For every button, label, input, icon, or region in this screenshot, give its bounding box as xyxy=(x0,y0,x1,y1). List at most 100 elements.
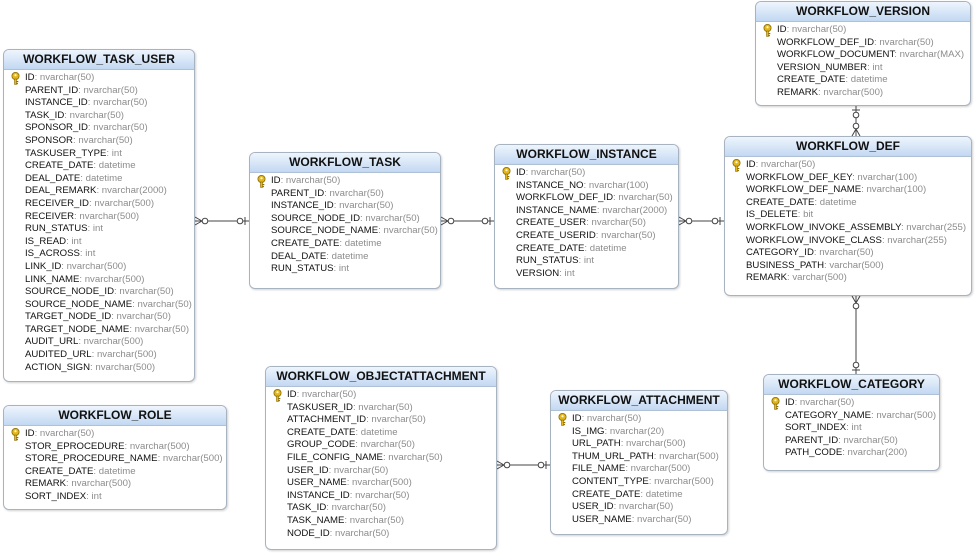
field-row[interactable]: USER_NAME: nvarchar(50) xyxy=(551,514,727,527)
field-row[interactable]: CREATE_DATE: datetime xyxy=(551,489,727,502)
primary-key-field[interactable]: ID: nvarchar(50) xyxy=(495,167,678,180)
field-row[interactable]: SOURCE_NODE_ID: nvarchar(50) xyxy=(250,213,440,226)
field-row[interactable]: DEAL_DATE: datetime xyxy=(4,173,194,186)
field-row[interactable]: TASKUSER_ID: nvarchar(50) xyxy=(266,402,496,415)
field-row[interactable]: TARGET_NODE_ID: nvarchar(50) xyxy=(4,311,194,324)
field-row[interactable]: WORKFLOW_DEF_ID: nvarchar(50) xyxy=(756,37,970,50)
field-row[interactable]: PARENT_ID: nvarchar(50) xyxy=(4,85,194,98)
field-row[interactable]: USER_ID: nvarchar(50) xyxy=(551,501,727,514)
field-row[interactable]: TASKUSER_TYPE: int xyxy=(4,148,194,161)
field-row[interactable]: INSTANCE_ID: nvarchar(50) xyxy=(266,490,496,503)
field-row[interactable]: CREATE_DATE: datetime xyxy=(4,466,226,479)
field-row[interactable]: URL_PATH: nvarchar(500) xyxy=(551,438,727,451)
field-row[interactable]: CREATE_DATE: datetime xyxy=(495,243,678,256)
field-row[interactable]: SORT_INDEX: int xyxy=(764,422,939,435)
field-row[interactable]: TASK_ID: nvarchar(50) xyxy=(4,110,194,123)
field-row[interactable]: THUM_URL_PATH: nvarchar(500) xyxy=(551,451,727,464)
field-row[interactable]: RUN_STATUS: int xyxy=(495,255,678,268)
field-row[interactable]: REMARK: nvarchar(500) xyxy=(4,478,226,491)
field-row[interactable]: SOURCE_NODE_ID: nvarchar(50) xyxy=(4,286,194,299)
field-row[interactable]: SPONSOR: nvarchar(50) xyxy=(4,135,194,148)
field-row[interactable]: STORE_PROCEDURE_NAME: nvarchar(500) xyxy=(4,453,226,466)
field-row[interactable]: TASK_NAME: nvarchar(50) xyxy=(266,515,496,528)
field-row[interactable]: AUDIT_URL: nvarchar(500) xyxy=(4,336,194,349)
field-row[interactable]: CREATE_DATE: datetime xyxy=(250,238,440,251)
field-row[interactable]: WORKFLOW_DOCUMENT: nvarchar(MAX) xyxy=(756,49,970,62)
field-row[interactable]: STOR_EPROCEDURE: nvarchar(500) xyxy=(4,441,226,454)
field-row[interactable]: CREATE_DATE: datetime xyxy=(4,160,194,173)
field-row[interactable]: WORKFLOW_INVOKE_ASSEMBLY: nvarchar(255) xyxy=(725,222,971,235)
field-row[interactable]: CREATE_USERID: nvarchar(50) xyxy=(495,230,678,243)
field-row[interactable]: NODE_ID: nvarchar(50) xyxy=(266,528,496,541)
field-row[interactable]: PATH_CODE: nvarchar(200) xyxy=(764,447,939,460)
field-row[interactable]: PARENT_ID: nvarchar(50) xyxy=(250,188,440,201)
field-row[interactable]: CREATE_USER: nvarchar(50) xyxy=(495,217,678,230)
field-row[interactable]: TASK_ID: nvarchar(50) xyxy=(266,502,496,515)
field-row[interactable]: WORKFLOW_DEF_NAME: nvarchar(100) xyxy=(725,184,971,197)
primary-key-field[interactable]: ID: nvarchar(50) xyxy=(4,428,226,441)
primary-key-field[interactable]: ID: nvarchar(50) xyxy=(725,159,971,172)
field-row[interactable]: DEAL_REMARK: nvarchar(2000) xyxy=(4,185,194,198)
field-row[interactable]: SPONSOR_ID: nvarchar(50) xyxy=(4,122,194,135)
primary-key-field[interactable]: ID: nvarchar(50) xyxy=(4,72,194,85)
field-row[interactable]: CREATE_DATE: datetime xyxy=(725,197,971,210)
field-row[interactable]: INSTANCE_NO: nvarchar(100) xyxy=(495,180,678,193)
field-row[interactable]: WORKFLOW_INVOKE_CLASS: nvarchar(255) xyxy=(725,235,971,248)
field-row[interactable]: CONTENT_TYPE: nvarchar(500) xyxy=(551,476,727,489)
field-row[interactable]: IS_DELETE: bit xyxy=(725,209,971,222)
field-row[interactable]: VERSION: int xyxy=(495,268,678,281)
field-row[interactable]: CATEGORY_ID: nvarchar(50) xyxy=(725,247,971,260)
field-row[interactable]: SORT_INDEX: int xyxy=(4,491,226,504)
field-row[interactable]: IS_READ: int xyxy=(4,236,194,249)
field-row[interactable]: GROUP_CODE: nvarchar(50) xyxy=(266,439,496,452)
primary-key-field[interactable]: ID: nvarchar(50) xyxy=(756,24,970,37)
field-row[interactable]: CREATE_DATE: datetime xyxy=(266,427,496,440)
primary-key-field[interactable]: ID: nvarchar(50) xyxy=(250,175,440,188)
field-row[interactable]: CREATE_DATE: datetime xyxy=(756,74,970,87)
field-name: ID xyxy=(572,413,582,424)
primary-key-field[interactable]: ID: nvarchar(50) xyxy=(764,397,939,410)
field-row[interactable]: RECEIVER_ID: nvarchar(500) xyxy=(4,198,194,211)
field-row[interactable]: WORKFLOW_DEF_KEY: nvarchar(100) xyxy=(725,172,971,185)
field-row[interactable]: IS_ACROSS: int xyxy=(4,248,194,261)
field-row[interactable]: LINK_NAME: nvarchar(500) xyxy=(4,274,194,287)
field-row[interactable]: USER_ID: nvarchar(50) xyxy=(266,465,496,478)
field-row[interactable]: AUDITED_URL: nvarchar(500) xyxy=(4,349,194,362)
field-row[interactable]: SOURCE_NODE_NAME: nvarchar(50) xyxy=(4,299,194,312)
field-row[interactable]: RECEIVER: nvarchar(500) xyxy=(4,211,194,224)
field-type: : nvarchar(50) xyxy=(813,247,874,259)
field-row[interactable]: SOURCE_NODE_NAME: nvarchar(50) xyxy=(250,225,440,238)
field-row[interactable]: RUN_STATUS: int xyxy=(250,263,440,276)
field-row[interactable]: ATTACHMENT_ID: nvarchar(50) xyxy=(266,414,496,427)
primary-key-field[interactable]: ID: nvarchar(50) xyxy=(266,389,496,402)
field-row[interactable]: USER_NAME: nvarchar(500) xyxy=(266,477,496,490)
field-row[interactable]: INSTANCE_ID: nvarchar(50) xyxy=(250,200,440,213)
field-row[interactable]: REMARK: varchar(500) xyxy=(725,272,971,285)
field-row[interactable]: FILE_NAME: nvarchar(500) xyxy=(551,463,727,476)
field-row[interactable]: INSTANCE_NAME: nvarchar(2000) xyxy=(495,205,678,218)
field-row[interactable]: VERSION_NUMBER: int xyxy=(756,62,970,75)
field-row[interactable]: RUN_STATUS: int xyxy=(4,223,194,236)
field-row[interactable]: FILE_CONFIG_NAME: nvarchar(50) xyxy=(266,452,496,465)
field-row[interactable]: WORKFLOW_DEF_ID: nvarchar(50) xyxy=(495,192,678,205)
field-row[interactable]: DEAL_DATE: datetime xyxy=(250,251,440,264)
field-row[interactable]: IS_IMG: nvarchar(20) xyxy=(551,426,727,439)
field-row[interactable]: PARENT_ID: nvarchar(50) xyxy=(764,435,939,448)
field-row[interactable]: INSTANCE_ID: nvarchar(50) xyxy=(4,97,194,110)
field-row[interactable]: CATEGORY_NAME: nvarchar(500) xyxy=(764,410,939,423)
field-row[interactable]: ACTION_SIGN: nvarchar(500) xyxy=(4,362,194,375)
field-row[interactable]: LINK_ID: nvarchar(500) xyxy=(4,261,194,274)
field-row[interactable]: TARGET_NODE_NAME: nvarchar(50) xyxy=(4,324,194,337)
field-row[interactable]: BUSINESS_PATH: varchar(500) xyxy=(725,260,971,273)
primary-key-field[interactable]: ID: nvarchar(50) xyxy=(551,413,727,426)
field-row[interactable]: REMARK: nvarchar(500) xyxy=(756,87,970,100)
